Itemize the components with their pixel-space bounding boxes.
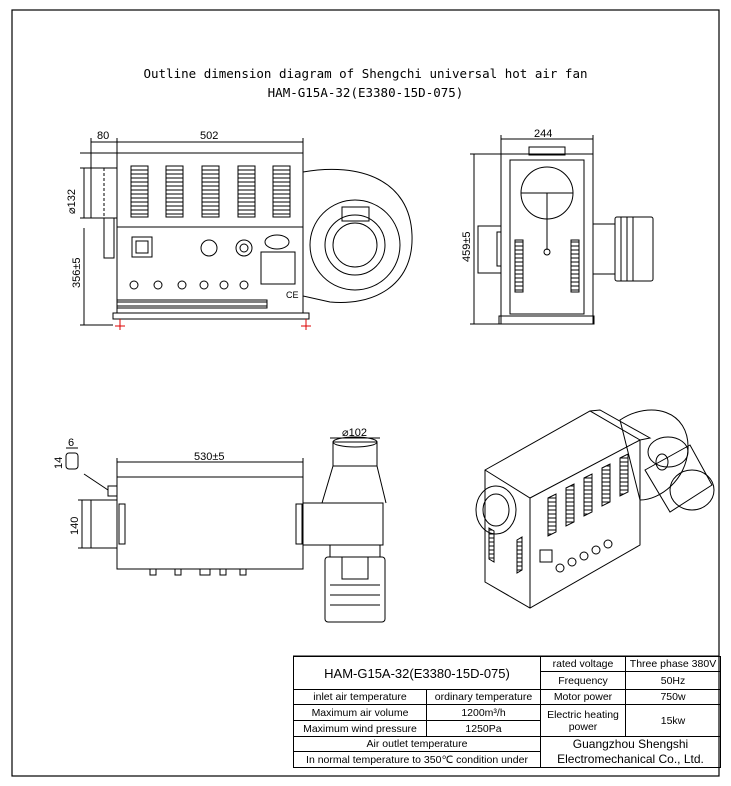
outlet-value: In normal temperature to 350℃ condition … xyxy=(293,751,541,768)
motor-power-label: Motor power xyxy=(540,689,626,705)
company-line-1: Guangzhou Shengshi xyxy=(572,737,689,752)
rated-voltage-label: rated voltage xyxy=(540,656,626,672)
top-view xyxy=(65,436,387,623)
dim-132: ⌀132 xyxy=(66,189,78,214)
isometric-view xyxy=(475,409,715,609)
dim-356: 356±5 xyxy=(71,257,83,288)
front-view: CE xyxy=(80,138,413,330)
dim-140: 140 xyxy=(69,517,81,535)
company-cell: Guangzhou Shengshi Electromechanical Co.… xyxy=(540,736,721,768)
model-cell: HAM-G15A-32(E3380-15D-075) xyxy=(293,656,541,690)
dim-459: 459±5 xyxy=(461,231,473,262)
heating-power-value: 15kw xyxy=(625,704,721,737)
max-wind-pressure-label: Maximum wind pressure xyxy=(293,720,427,737)
dim-14: 14 xyxy=(53,457,65,469)
rated-voltage-value: Three phase 380V xyxy=(625,656,721,672)
max-air-volume-label: Maximum air volume xyxy=(293,704,427,721)
iso-blower xyxy=(619,409,689,501)
top-motor xyxy=(329,544,381,558)
side-view xyxy=(470,135,654,325)
frequency-label: Frequency xyxy=(540,671,626,690)
dim-502: 502 xyxy=(200,130,218,142)
dim-244: 244 xyxy=(534,128,552,140)
max-air-volume-value: 1200m³/h xyxy=(426,704,541,721)
side-motor xyxy=(592,223,616,275)
title-line-1: Outline dimension diagram of Shengchi un… xyxy=(143,66,588,81)
iso-body xyxy=(484,410,641,609)
dim-530: 530±5 xyxy=(194,451,225,463)
outlet-label: Air outlet temperature xyxy=(293,736,541,752)
dim-6: 6 xyxy=(68,437,74,449)
motor-power-value: 750w xyxy=(625,689,721,705)
front-blower-housing xyxy=(302,168,413,304)
dim-102: ⌀102 xyxy=(342,427,367,439)
dim-80: 80 xyxy=(97,130,109,142)
heating-power-label: Electric heating power xyxy=(540,704,626,737)
top-outlet-tube xyxy=(332,441,378,467)
sheet-border xyxy=(11,9,720,777)
frequency-value: 50Hz xyxy=(625,671,721,690)
spec-table: HAM-G15A-32(E3380-15D-075) rated voltage… xyxy=(293,656,721,768)
max-wind-pressure-value: 1250Pa xyxy=(426,720,541,737)
inlet-label: inlet air temperature xyxy=(293,689,427,705)
svg-text:CE: CE xyxy=(286,290,299,300)
top-body xyxy=(116,476,304,570)
company-line-2: Electromechanical Co., Ltd. xyxy=(557,752,704,766)
inlet-value: ordinary temperature xyxy=(426,689,541,705)
iso-motor xyxy=(644,444,713,513)
title-line-2: HAM-G15A-32(E3380-15D-075) xyxy=(267,85,464,100)
